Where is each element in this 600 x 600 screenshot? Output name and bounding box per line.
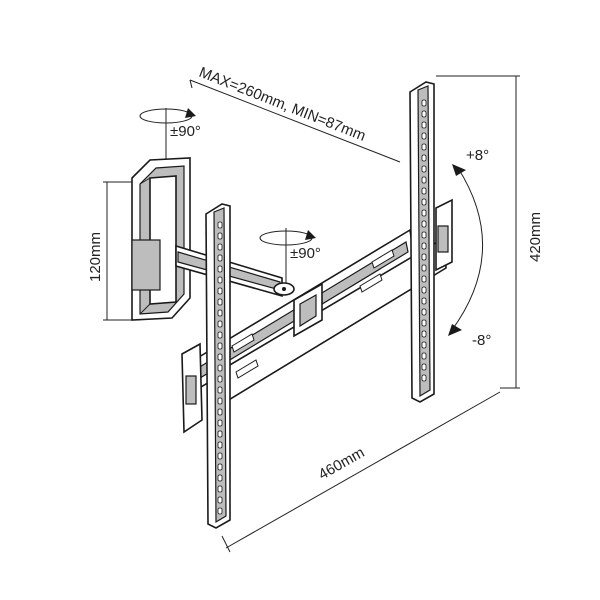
- width-total-dimension: 460mm: [221, 391, 501, 553]
- mounting-hole: [217, 309, 223, 317]
- mounting-hole: [421, 231, 427, 239]
- mounting-hole: [421, 330, 427, 338]
- mounting-hole: [421, 308, 427, 316]
- mounting-hole: [421, 110, 427, 118]
- swivel-arm-label: ±90°: [290, 245, 321, 262]
- tilt-up-arrow-icon: [452, 164, 466, 176]
- mounting-hole: [217, 408, 223, 416]
- mounting-hole: [217, 419, 223, 427]
- cross-rail: [181, 198, 453, 434]
- mounting-hole: [421, 374, 427, 382]
- mounting-hole: [421, 165, 427, 173]
- right-vertical-bracket: [409, 81, 435, 403]
- left-bracket-holes: [217, 221, 223, 515]
- height-plate-label: 120mm: [87, 232, 104, 282]
- mounting-hole: [421, 220, 427, 228]
- mounting-hole: [421, 154, 427, 162]
- mounting-hole: [421, 297, 427, 305]
- mounting-hole: [217, 507, 223, 515]
- mounting-hole: [421, 242, 427, 250]
- mounting-hole: [421, 176, 427, 184]
- mounting-hole: [421, 363, 427, 371]
- tilt-down-arrow-icon: [448, 324, 462, 336]
- mounting-hole: [421, 319, 427, 327]
- swivel-arm-symbol: ±90°: [259, 228, 321, 286]
- mounting-hole: [217, 254, 223, 262]
- mounting-hole: [421, 209, 427, 217]
- mounting-hole: [421, 187, 427, 195]
- mounting-hole: [421, 132, 427, 140]
- mounting-hole: [421, 352, 427, 360]
- right-bracket-holes: [421, 99, 427, 382]
- swivel-wall-arrow-icon: [185, 108, 196, 118]
- mounting-hole: [217, 386, 223, 394]
- swivel-arm-arrow-icon: [305, 230, 316, 240]
- mounting-hole: [217, 463, 223, 471]
- mounting-hole: [217, 485, 223, 493]
- extension-label: MAX=260mm, MIN=87mm: [197, 64, 368, 145]
- mounting-hole: [217, 364, 223, 372]
- swivel-wall-label: ±90°: [170, 123, 201, 140]
- height-total-dimension: 420mm: [436, 75, 544, 389]
- mounting-hole: [421, 99, 427, 107]
- mounting-hole: [217, 375, 223, 383]
- mounting-hole: [217, 474, 223, 482]
- mounting-hole: [217, 452, 223, 460]
- mounting-hole: [217, 243, 223, 251]
- mounting-hole: [421, 121, 427, 129]
- tilt-arc: +8° -8°: [448, 147, 491, 349]
- mounting-hole: [217, 331, 223, 339]
- height-total-label: 420mm: [527, 212, 544, 262]
- mounting-hole: [217, 232, 223, 240]
- mounting-hole: [217, 342, 223, 350]
- mounting-hole: [217, 287, 223, 295]
- tilt-up-label: +8°: [466, 147, 489, 164]
- mounting-hole: [217, 221, 223, 229]
- width-total-label: 460mm: [316, 444, 368, 483]
- tilt-down-label: -8°: [472, 332, 491, 349]
- mounting-hole: [217, 496, 223, 504]
- mounting-hole: [217, 265, 223, 273]
- mounting-hole: [217, 298, 223, 306]
- mounting-hole: [421, 143, 427, 151]
- mounting-hole: [217, 430, 223, 438]
- mounting-hole: [421, 198, 427, 206]
- mounting-hole: [217, 276, 223, 284]
- wall-plate: [131, 157, 191, 321]
- swing-arm: [175, 244, 295, 298]
- mounting-hole: [421, 341, 427, 349]
- mounting-hole: [217, 320, 223, 328]
- extension-dimension: MAX=260mm, MIN=87mm: [189, 64, 401, 163]
- mounting-hole: [217, 397, 223, 405]
- left-vertical-bracket: [205, 203, 231, 529]
- mounting-hole: [217, 441, 223, 449]
- mounting-hole: [421, 286, 427, 294]
- mounting-hole: [421, 253, 427, 261]
- mounting-hole: [421, 264, 427, 272]
- mounting-hole: [421, 275, 427, 283]
- mounting-hole: [217, 353, 223, 361]
- swivel-wall-symbol: ±90°: [139, 108, 201, 170]
